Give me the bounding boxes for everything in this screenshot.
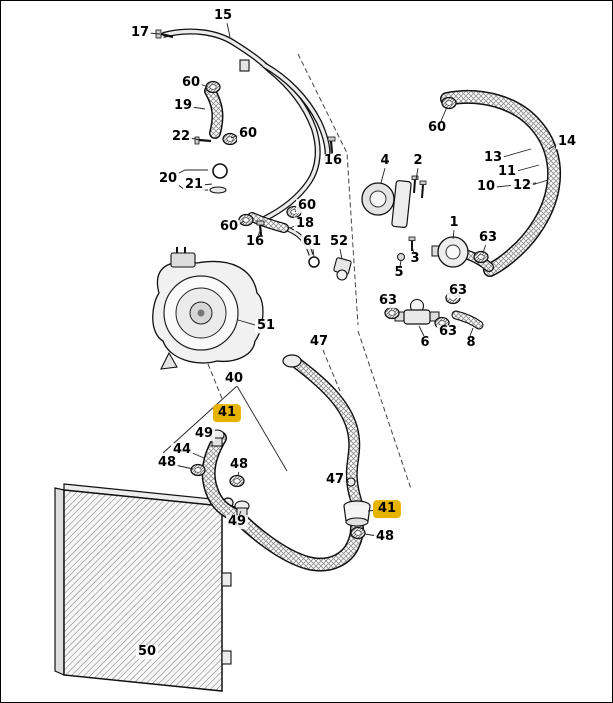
- part-label-15-1[interactable]: 15: [211, 8, 235, 24]
- part-label-16-8[interactable]: 16: [321, 153, 345, 169]
- part-label-20-6[interactable]: 20: [156, 171, 180, 187]
- part-label-63-27[interactable]: 63: [446, 283, 470, 299]
- radiator-drawing: [54, 483, 234, 692]
- valve-6-drawing: [394, 298, 440, 325]
- part-label-63-26[interactable]: 63: [476, 230, 500, 246]
- part-label-1-25[interactable]: 1: [447, 215, 461, 231]
- part-label-60-19[interactable]: 60: [295, 198, 319, 214]
- part-label-40-34[interactable]: 40: [222, 371, 246, 387]
- part-label-50-44[interactable]: 50: [135, 644, 159, 660]
- part-label-11-13[interactable]: 11: [495, 164, 519, 180]
- part-label-3-24[interactable]: 3: [408, 251, 422, 267]
- part-label-47-41[interactable]: 47: [323, 472, 347, 488]
- part-label-41-42[interactable]: 41: [372, 500, 402, 518]
- part-label-18-20[interactable]: 18: [293, 216, 317, 232]
- part-label-48-43[interactable]: 48: [373, 529, 397, 545]
- part-label-16-18[interactable]: 16: [243, 234, 267, 250]
- aux-pump-drawing: [361, 175, 427, 261]
- part-label-63-30[interactable]: 63: [436, 324, 460, 340]
- part-label-48-38[interactable]: 48: [155, 455, 179, 471]
- part-label-48-39[interactable]: 48: [227, 457, 251, 473]
- part-label-44-37[interactable]: 44: [170, 442, 194, 458]
- part-label-60-9[interactable]: 60: [425, 120, 449, 136]
- part-label-60-5[interactable]: 60: [236, 126, 260, 142]
- part-label-17-0[interactable]: 17: [128, 25, 152, 41]
- water-pump-drawing: [152, 247, 302, 370]
- part-label-47-33[interactable]: 47: [307, 334, 331, 350]
- part-label-8-31[interactable]: 8: [464, 335, 478, 351]
- part-label-41-35[interactable]: 41: [212, 404, 242, 422]
- construction-lines: [207, 53, 412, 490]
- part-label-14-16[interactable]: 14: [555, 134, 579, 150]
- clamps-drawing: [190, 80, 489, 540]
- part-label-63-28[interactable]: 63: [376, 293, 400, 309]
- part-label-19-3[interactable]: 19: [171, 98, 195, 114]
- part-label-61-21[interactable]: 61: [300, 234, 324, 250]
- part-label-22-4[interactable]: 22: [169, 129, 193, 145]
- leader-lines: [148, 22, 560, 537]
- part-label-52-22[interactable]: 52: [327, 234, 351, 250]
- part-label-6-29[interactable]: 6: [418, 335, 432, 351]
- thermostat-drawing: [343, 500, 371, 527]
- part-label-21-7[interactable]: 21: [182, 177, 206, 193]
- part-label-4-10[interactable]: 4: [378, 153, 392, 169]
- part-label-49-40[interactable]: 49: [225, 514, 249, 530]
- part-label-10-14[interactable]: 10: [474, 179, 498, 195]
- part-label-51-32[interactable]: 51: [254, 318, 278, 334]
- part-label-49-36[interactable]: 49: [192, 426, 216, 442]
- part-label-2-11[interactable]: 2: [411, 153, 425, 169]
- part-label-60-17[interactable]: 60: [217, 219, 241, 235]
- part-label-60-2[interactable]: 60: [179, 75, 203, 91]
- part-label-5-23[interactable]: 5: [392, 265, 406, 281]
- part-label-12-15[interactable]: 12: [510, 178, 534, 194]
- part-label-13-12[interactable]: 13: [481, 150, 505, 166]
